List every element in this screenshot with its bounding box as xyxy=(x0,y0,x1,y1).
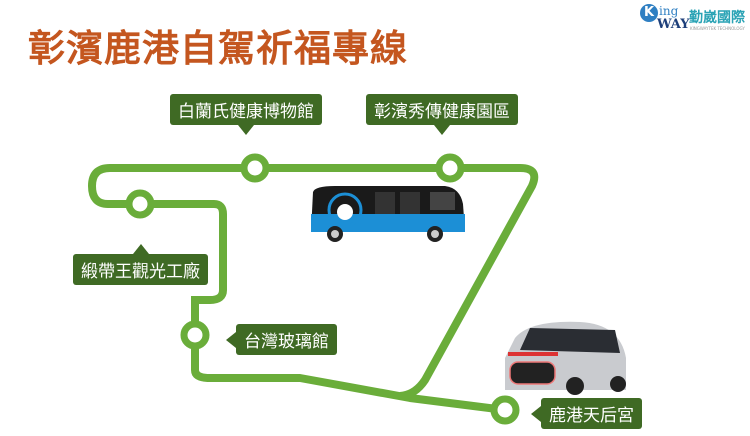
station-label-show-chwan: 彰濱秀傳健康園區 xyxy=(366,94,518,135)
logo-company: 勤崴國際 xyxy=(689,10,745,26)
route-line xyxy=(140,200,227,330)
route-line xyxy=(191,330,506,414)
logo-ing: ing xyxy=(659,4,679,18)
route-line xyxy=(87,164,539,400)
bus-image xyxy=(305,184,465,244)
station-label-tianhou-temple: 鹿港天后宮 xyxy=(531,398,642,429)
station-name: 台灣玻璃館 xyxy=(244,332,329,352)
company-logo: K ing WAY 勤崴國際 KINGWAYTEK TECHNOLOGY xyxy=(640,4,750,38)
station-marker xyxy=(240,153,270,183)
station-label-glass-museum: 台灣玻璃館 xyxy=(226,324,337,355)
station-label-bailanshi: 白蘭氏健康博物館 xyxy=(170,94,322,135)
logo-way: WAY xyxy=(657,17,690,32)
station-name: 緞帶王觀光工廠 xyxy=(81,262,200,282)
station-marker xyxy=(180,320,210,350)
station-marker xyxy=(125,189,155,219)
station-marker xyxy=(435,153,465,183)
autonomous-car-image xyxy=(500,318,630,396)
station-label-ribbon-factory: 緞帶王觀光工廠 xyxy=(73,244,208,285)
station-name: 鹿港天后宮 xyxy=(549,406,634,426)
page-title: 彰濱鹿港自駕祈福專線 xyxy=(28,27,408,70)
station-name: 白蘭氏健康博物館 xyxy=(178,102,314,122)
station-name: 彰濱秀傳健康園區 xyxy=(374,102,510,122)
logo-tagline: KINGWAYTEK TECHNOLOGY xyxy=(690,26,745,31)
station-marker xyxy=(490,395,520,425)
logo-mark: K xyxy=(640,4,658,22)
